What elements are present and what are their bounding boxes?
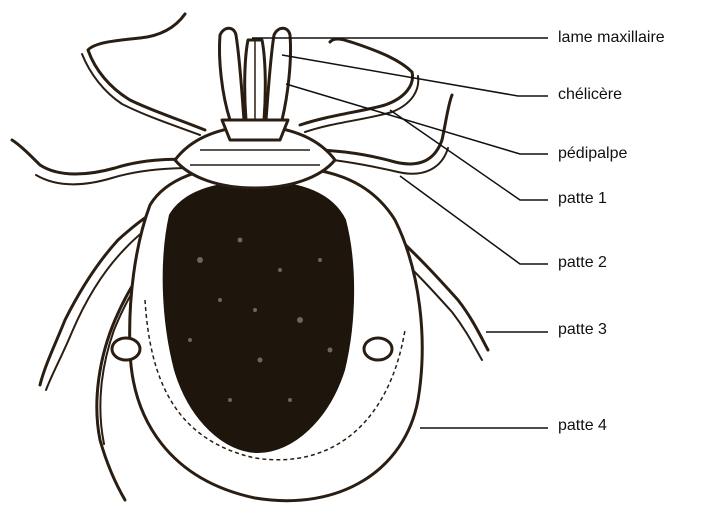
capitulum [219,28,290,140]
pedipalp-right [266,28,291,120]
leader-patte-2 [400,176,548,264]
spiracle-left [112,338,140,360]
label-patte-2: patte 2 [558,254,607,272]
spiracle-right [364,338,392,360]
label-lame-maxillaire: lame maxillaire [558,29,665,47]
pedipalp-left [219,28,244,120]
leader-chelicere [282,55,548,96]
label-chelicere: chélicère [558,86,622,104]
label-pedipalpe: pédipalpe [558,145,627,163]
tick-body [112,125,422,501]
label-patte-4: patte 4 [558,417,607,435]
label-patte-3: patte 3 [558,321,607,339]
label-patte-1: patte 1 [558,190,607,208]
